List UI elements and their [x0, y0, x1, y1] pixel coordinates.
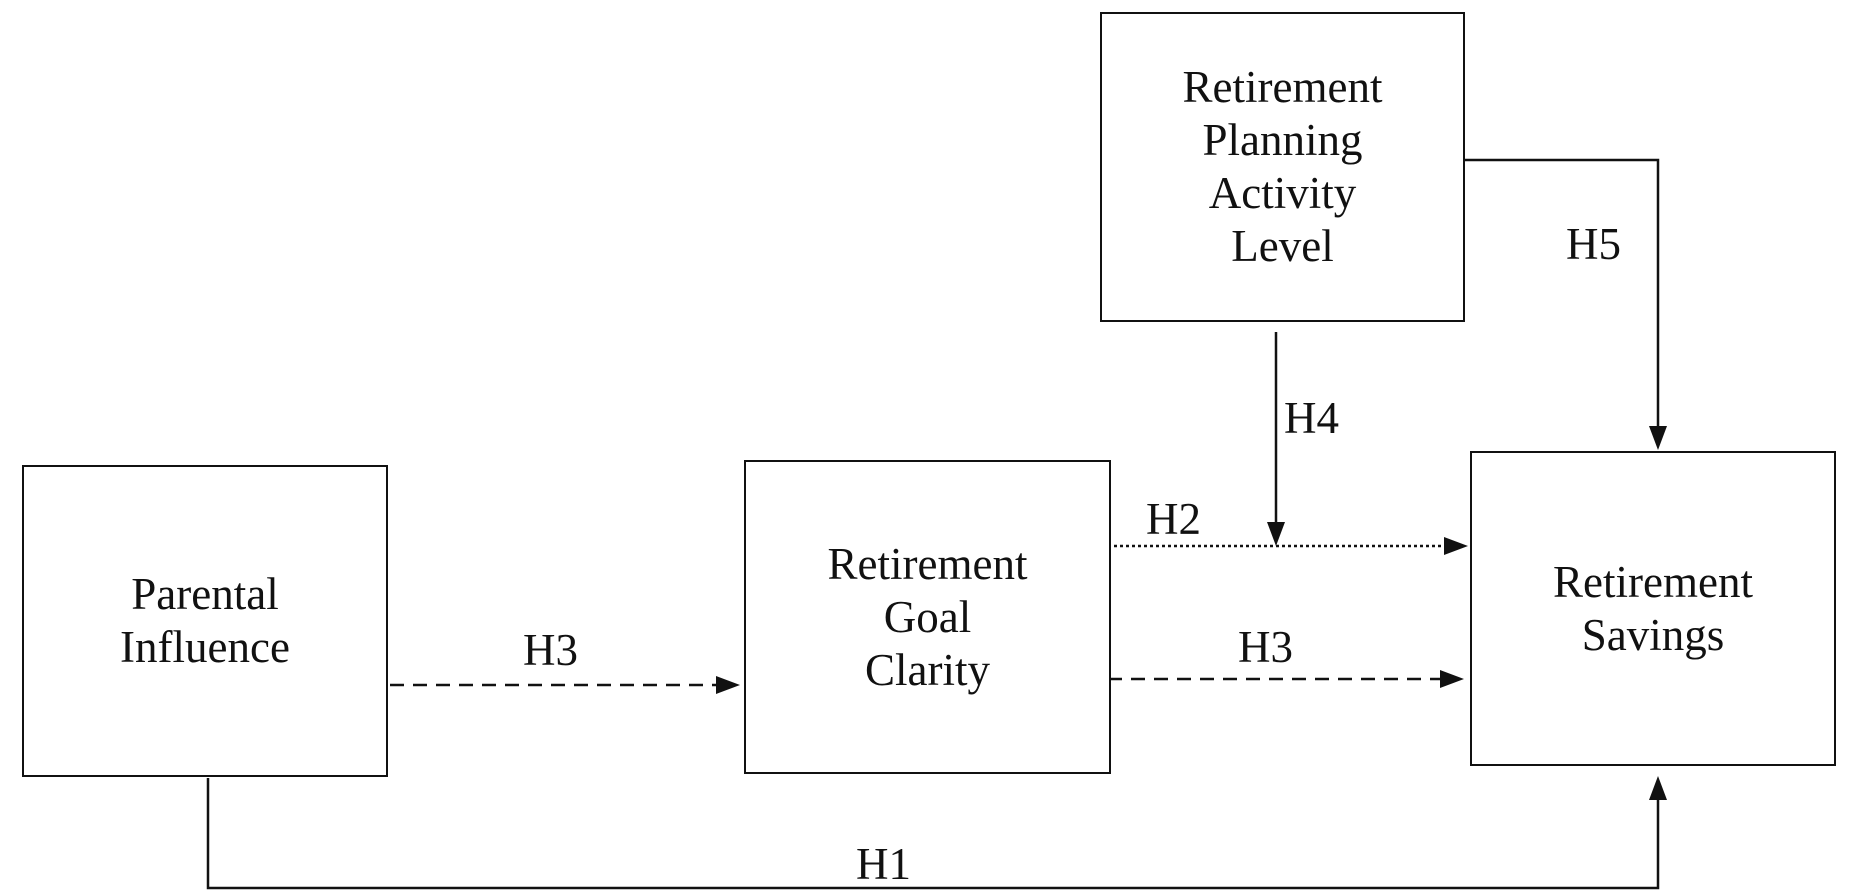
- edge-h5-line: [1465, 158, 1660, 428]
- edge-h3a-arrowhead: [716, 676, 740, 694]
- edge-h1-arrowhead: [1649, 776, 1667, 800]
- edge-h1-line: [206, 778, 1660, 890]
- node-planning-activity-line-3: Activity: [1208, 168, 1357, 218]
- edge-h1-label: H1: [856, 839, 911, 889]
- node-goal-clarity-line-1: Retirement: [827, 538, 1028, 589]
- node-planning-activity-line-2: Planning: [1202, 115, 1363, 165]
- edge-h2-label: H2: [1146, 494, 1201, 544]
- edge-h3b-label: H3: [1238, 622, 1293, 672]
- edge-h2-arrowhead: [1444, 537, 1468, 555]
- node-retirement-savings: Retirement Savings: [1470, 451, 1836, 766]
- node-planning-activity-line-4: Level: [1231, 221, 1334, 271]
- node-goal-clarity-line-2: Goal: [883, 591, 972, 642]
- node-retirement-savings-line-2: Savings: [1581, 609, 1725, 660]
- node-goal-clarity-line-3: Clarity: [865, 644, 990, 695]
- edge-h4-label: H4: [1284, 393, 1339, 443]
- edge-h5-label: H5: [1566, 219, 1621, 269]
- edge-h3a-label: H3: [523, 625, 578, 675]
- edge-h4-arrowhead: [1267, 522, 1285, 546]
- edge-h5-arrowhead: [1649, 426, 1667, 450]
- node-parental-influence: Parental Influence: [22, 465, 388, 777]
- node-retirement-planning-activity-level: Retirement Planning Activity Level: [1100, 12, 1465, 322]
- node-planning-activity-line-1: Retirement: [1182, 62, 1383, 112]
- node-parental-influence-line-2: Influence: [120, 622, 290, 672]
- edge-h3b-arrowhead: [1440, 670, 1464, 688]
- node-retirement-savings-line-1: Retirement: [1553, 556, 1753, 607]
- node-parental-influence-line-1: Parental: [131, 569, 279, 619]
- node-retirement-goal-clarity: Retirement Goal Clarity: [744, 460, 1111, 774]
